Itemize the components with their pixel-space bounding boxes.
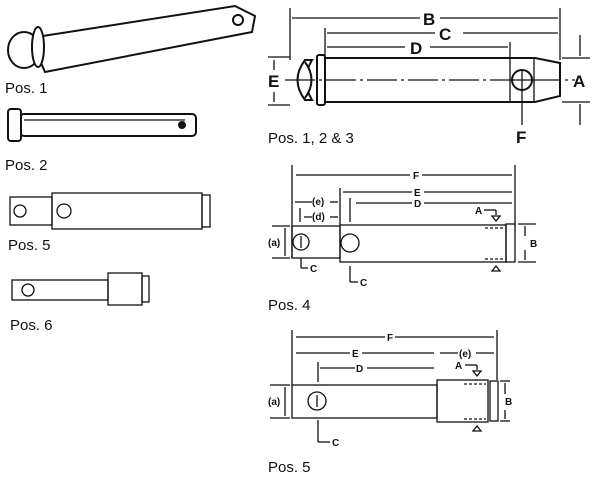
pos5-small-label: Pos. 5 <box>8 237 51 254</box>
pos5-label: Pos. 5 <box>268 459 311 476</box>
pos5-small-pin-drawing <box>9 192 211 230</box>
pos4-dim-a: (a) <box>268 238 280 249</box>
pos123-dim-A: A <box>573 72 585 91</box>
pos4-dim-e: (e) <box>312 197 324 208</box>
pos2-label: Pos. 2 <box>5 157 48 174</box>
pos123-drawing <box>268 8 590 125</box>
pos4-dim-A: A <box>475 206 482 217</box>
pos5-dim-E: E <box>352 349 359 360</box>
pos4-dim-E: E <box>414 188 421 199</box>
pos4-dim-C2: C <box>360 278 367 289</box>
pos4-dim-F: F <box>413 171 419 182</box>
pos2-pin-drawing <box>7 108 197 142</box>
pos6-pin-drawing <box>11 272 150 306</box>
pos4-dim-D: D <box>414 199 421 210</box>
pos123-dim-B: B <box>423 10 435 29</box>
pos5-dim-D: D <box>356 364 363 375</box>
pos123-dim-C: C <box>439 25 451 44</box>
pos4-drawing <box>272 165 536 283</box>
pos4-label: Pos. 4 <box>268 297 311 314</box>
pos123-dim-F: F <box>516 128 526 147</box>
pos1-label: Pos. 1 <box>5 80 48 97</box>
pos5-dim-e: (e) <box>459 349 471 360</box>
pos5-dim-B: B <box>505 397 512 408</box>
pos4-dim-C1: C <box>310 264 317 275</box>
pos5-dim-C: C <box>332 438 339 449</box>
pos123-dim-E: E <box>268 72 279 91</box>
pos4-dim-B: B <box>530 239 537 250</box>
pos123-dim-D: D <box>410 39 422 58</box>
pos123-label: Pos. 1, 2 & 3 <box>268 130 354 147</box>
pos1-pin-drawing <box>7 4 257 74</box>
pos5-dim-A: A <box>455 361 462 372</box>
pos5-dim-a: (a) <box>268 397 280 408</box>
pos4-dim-d: (d) <box>312 212 325 223</box>
pos6-label: Pos. 6 <box>10 317 53 334</box>
pos5-drawing <box>270 330 510 443</box>
pos5-dim-F: F <box>387 333 393 344</box>
